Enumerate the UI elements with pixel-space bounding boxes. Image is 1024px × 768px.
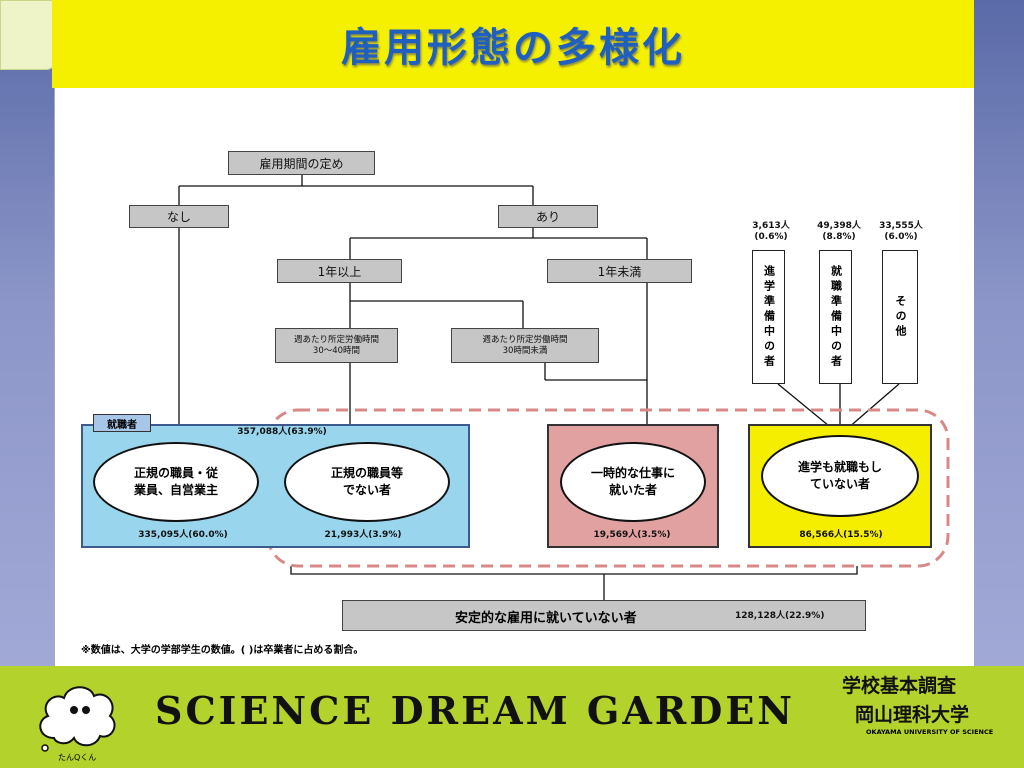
temporary-count: 19,569人(3.5%) xyxy=(593,530,671,540)
mascot-cloud-icon xyxy=(39,686,116,752)
mascot-name: たんQくん xyxy=(58,753,97,762)
title-bar: 雇用形態の多様化 xyxy=(52,0,974,88)
hours-under-30-box: 週あたり所定労働時間 30時間未満 xyxy=(451,328,599,363)
count-advancing-prep: 3,613人 (0.6%) xyxy=(752,221,790,242)
regular-employee-count: 335,095人(60.0%) xyxy=(138,530,228,540)
brand-logo-text: SCIENCE DREAM GARDEN xyxy=(155,688,796,733)
non-regular-count: 21,993人(3.9%) xyxy=(324,530,402,540)
left-tab-decoration xyxy=(0,0,56,70)
unstable-employment-bar: 安定的な雇用に就いていない者 128,128人(22.9%) xyxy=(342,600,866,631)
employed-label: 就職者 xyxy=(93,414,151,432)
non-regular-ellipse: 正規の職員等 でない者 xyxy=(284,442,450,522)
employed-total: 357,088人(63.9%) xyxy=(237,427,327,437)
employment-period-box: 雇用期間の定め xyxy=(228,151,375,175)
source-label: 学校基本調査 xyxy=(842,675,957,697)
hours-30-40-box: 週あたり所定労働時間 30～40時間 xyxy=(275,328,398,363)
unstable-count: 128,128人(22.9%) xyxy=(735,611,825,621)
unstable-label: 安定的な雇用に就いていない者 xyxy=(455,611,637,626)
regular-employee-ellipse: 正規の職員・従 業員、自営業主 xyxy=(93,442,259,522)
neither-ellipse: 進学も就職もし ていない者 xyxy=(761,435,919,517)
advancing-prep-box: 進学準備中の者 xyxy=(752,250,785,384)
no-fixed-term-box: なし xyxy=(129,205,229,228)
count-job-prep: 49,398人 (8.8%) xyxy=(817,221,861,242)
page-title: 雇用形態の多様化 xyxy=(341,24,685,71)
other-box: その他 xyxy=(882,250,918,384)
university-name: 岡山理科大学 xyxy=(855,704,970,726)
university-english-name: OKAYAMA UNIVERSITY OF SCIENCE xyxy=(866,728,994,736)
neither-count: 86,566人(15.5%) xyxy=(799,530,883,540)
count-other: 33,555人 (6.0%) xyxy=(879,221,923,242)
under-one-year-box: 1年未満 xyxy=(547,259,692,283)
fixed-term-box: あり xyxy=(498,205,598,228)
temporary-work-ellipse: 一時的な仕事に 就いた者 xyxy=(560,442,706,522)
footnote: ※数値は、大学の学部学生の数値。( )は卒業者に占める割合。 xyxy=(81,645,364,656)
job-prep-box: 就職準備中の者 xyxy=(819,250,852,384)
footer-banner xyxy=(0,666,1024,768)
employment-diagram: 雇用期間の定め なし あり 1年以上 1年未満 週あたり所定労働時間 30～40… xyxy=(54,88,974,666)
over-one-year-box: 1年以上 xyxy=(277,259,402,283)
